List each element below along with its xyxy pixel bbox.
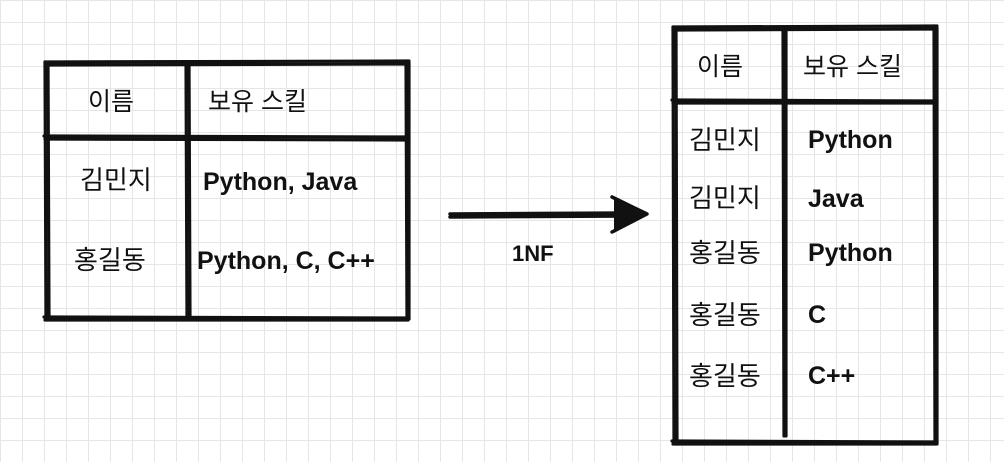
right-row-2-skill: Java — [808, 185, 864, 213]
left-row-2-name: 홍길동 — [74, 245, 146, 275]
left-header-name: 이름 — [88, 88, 135, 116]
right-row-5-name: 홍길동 — [689, 361, 761, 391]
right-row-1-name: 김민지 — [689, 125, 761, 155]
normalization-arrow — [448, 195, 649, 234]
right-row-3-name: 홍길동 — [689, 238, 761, 268]
right-header-name: 이름 — [697, 53, 744, 81]
arrow-label-1nf: 1NF — [512, 241, 554, 266]
right-header-skills: 보유 스킬 — [803, 53, 902, 81]
right-row-3-skill: Python — [808, 239, 893, 267]
arrow-head — [614, 197, 648, 233]
left-row-2-skills: Python, C, C++ — [197, 247, 375, 275]
right-row-4-name: 홍길동 — [689, 300, 761, 330]
left-row-1-skills: Python, Java — [203, 168, 358, 196]
right-row-4-skill: C — [808, 301, 827, 329]
right-row-2-name: 김민지 — [689, 183, 761, 213]
right-row-5-skill: C++ — [808, 362, 856, 390]
left-table-frame — [42, 59, 411, 322]
right-row-1-skill: Python — [808, 126, 893, 154]
right-table-frame — [670, 24, 939, 446]
left-header-skills: 보유 스킬 — [208, 88, 307, 116]
left-row-1-name: 김민지 — [80, 165, 152, 195]
